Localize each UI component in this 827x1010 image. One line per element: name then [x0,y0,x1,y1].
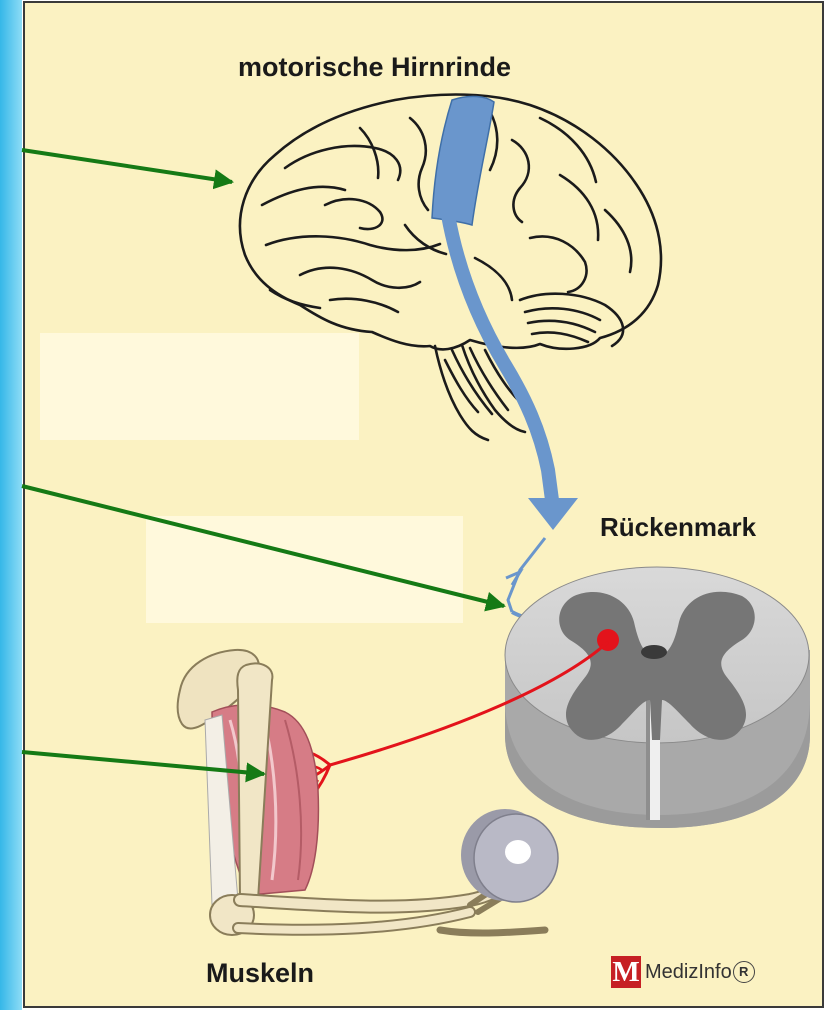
side-strip [0,0,22,1010]
diagram-panel [24,2,823,1007]
brand-name: MedizInfo [645,961,732,984]
blank-label-box-1 [40,333,359,440]
blank-label-box-2 [146,516,463,623]
label-spinal-cord: Rückenmark [600,512,756,543]
registered-mark-icon: R [733,961,755,983]
spinal-cord-icon [505,567,810,828]
label-motor-cortex: motorische Hirnrinde [238,52,511,83]
brand-logo-letter: M [611,956,641,988]
label-muscles: Muskeln [206,958,314,989]
brand-logo: M MedizInfo R [611,955,755,989]
